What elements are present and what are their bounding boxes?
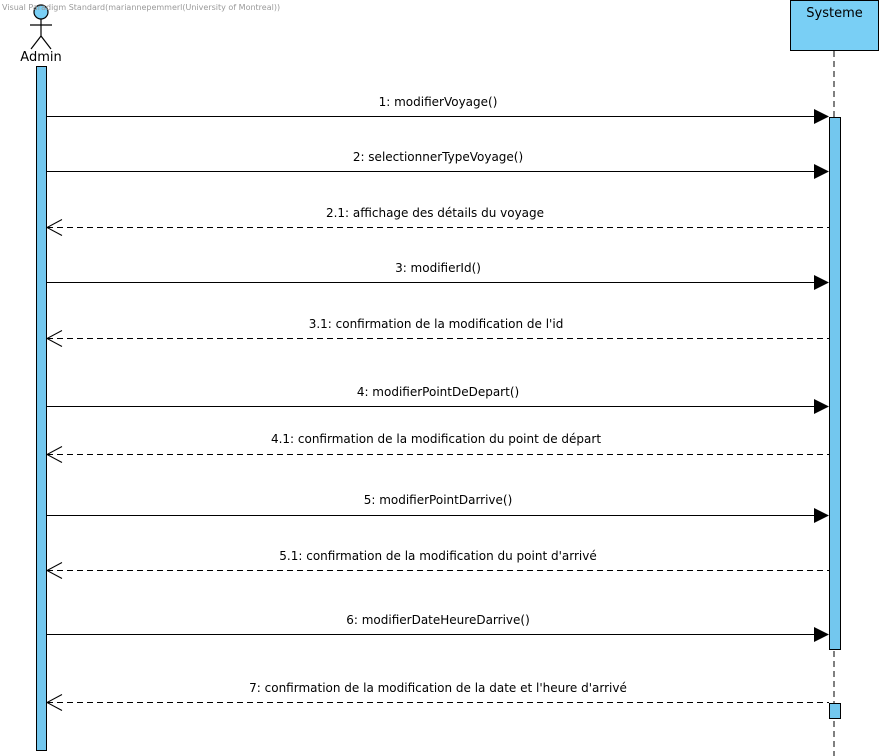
systeme-participant-box [790, 0, 879, 51]
message-1: 1: modifierVoyage() [46, 95, 829, 124]
filled-arrowhead-icon [814, 399, 829, 414]
message-label: 3: modifierId() [395, 261, 481, 275]
message-label: 3.1: confirmation de la modification de … [309, 317, 564, 331]
filled-arrowhead-icon [814, 164, 829, 179]
admin-activation-bar [36, 66, 47, 751]
message-4: 4: modifierPointDeDepart() [46, 385, 829, 414]
message-7-reply: 7: confirmation de la modification de la… [45, 681, 829, 711]
open-arrowhead-icon [45, 694, 63, 711]
message-label: 5: modifierPointDarrive() [364, 493, 513, 507]
systeme-activation-bar-final [829, 703, 841, 719]
message-5-1-reply: 5.1: confirmation de la modification du … [45, 549, 829, 579]
message-6: 6: modifierDateHeureDarrive() [46, 613, 829, 642]
participant-name: Systeme [806, 6, 862, 21]
message-3-1-reply: 3.1: confirmation de la modification de … [45, 317, 829, 347]
message-3: 3: modifierId() [46, 261, 829, 290]
message-2-1-reply: 2.1: affichage des détails du voyage [45, 206, 829, 236]
filled-arrowhead-icon [814, 109, 829, 124]
stick-figure-actor-icon [30, 4, 52, 50]
filled-arrowhead-icon [814, 627, 829, 642]
message-5: 5: modifierPointDarrive() [46, 493, 829, 523]
open-arrowhead-icon [45, 562, 63, 579]
message-label: 2.1: affichage des détails du voyage [326, 206, 544, 220]
open-arrowhead-icon [45, 219, 63, 236]
message-2: 2: selectionnerTypeVoyage() [46, 150, 829, 179]
message-4-1-reply: 4.1: confirmation de la modification du … [45, 432, 829, 463]
message-label: 4.1: confirmation de la modification du … [271, 432, 601, 446]
message-label: 4: modifierPointDeDepart() [357, 385, 519, 399]
message-label: 1: modifierVoyage() [379, 95, 498, 109]
watermark: Visual Paradigm Standard(mariannepemmerl… [2, 3, 280, 12]
actor-name: Admin [20, 50, 61, 65]
message-label: 2: selectionnerTypeVoyage() [353, 150, 523, 164]
filled-arrowhead-icon [814, 275, 829, 290]
message-label: 6: modifierDateHeureDarrive() [346, 613, 530, 627]
systeme-activation-bar [829, 117, 841, 650]
message-label: 5.1: confirmation de la modification du … [279, 549, 596, 563]
open-arrowhead-icon [45, 446, 63, 463]
message-label: 7: confirmation de la modification de la… [249, 681, 627, 695]
open-arrowhead-icon [45, 330, 63, 347]
filled-arrowhead-icon [814, 508, 829, 523]
